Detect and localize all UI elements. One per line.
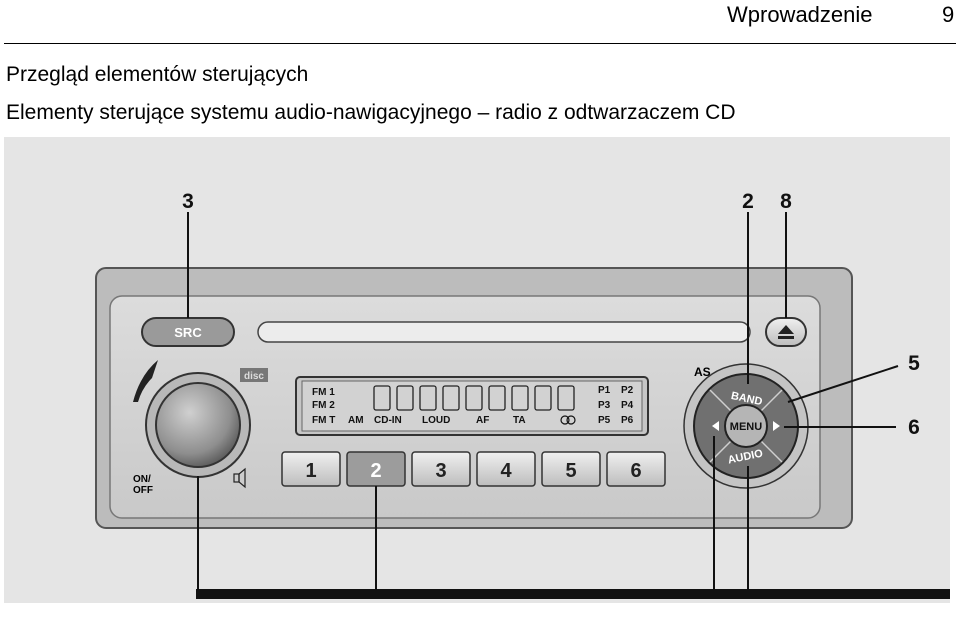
preset-button-1[interactable]: [281, 451, 341, 487]
preset-label-3: 3: [435, 460, 446, 482]
page-number: 9: [942, 2, 955, 27]
knob-arc-accent: [133, 360, 158, 402]
running-header-title: Wprowadzenie: [727, 2, 873, 27]
display-am: AM: [348, 415, 364, 426]
display-p3: P3: [598, 400, 611, 411]
stereo-indicator-icon: [560, 415, 576, 425]
preset-label-6: 6: [630, 460, 641, 482]
seek-left-icon[interactable]: [712, 421, 719, 431]
seek-right-icon[interactable]: [773, 421, 780, 431]
callout-6: 6: [908, 416, 920, 439]
eject-icon: [778, 325, 794, 334]
callout-leader-lines: [187, 212, 899, 598]
display-p6: P6: [621, 415, 634, 426]
preset-button-3[interactable]: [411, 451, 471, 487]
lcd-display: [301, 380, 643, 432]
preset-label-1: 1: [305, 460, 316, 482]
display-p1: P1: [598, 385, 611, 396]
on-off-label-1: ON/: [133, 474, 151, 485]
section-title: Przegląd elementów sterujących: [6, 63, 309, 86]
callout-3: 3: [182, 190, 194, 213]
volume-knob[interactable]: [155, 382, 241, 468]
mute-icon: [233, 467, 246, 489]
display-p2: P2: [621, 385, 634, 396]
preset-label-4: 4: [500, 460, 512, 482]
disc-logo: disc: [244, 371, 264, 382]
callout-8: 8: [780, 190, 792, 213]
preset-label-5: 5: [565, 460, 576, 482]
menu-button[interactable]: [724, 404, 768, 448]
preset-buttons: [281, 451, 666, 487]
menu-label: MENU: [730, 421, 762, 433]
cd-slot: [257, 321, 751, 343]
preset-button-4[interactable]: [476, 451, 536, 487]
display-af: AF: [476, 415, 489, 426]
src-button-label: SRC: [174, 325, 202, 340]
display-cdin: CD-IN: [374, 415, 402, 426]
callout-2: 2: [742, 190, 754, 213]
display-p5: P5: [598, 415, 611, 426]
disc-logo-box: [240, 368, 268, 382]
preset-label-2: 2: [370, 460, 381, 482]
as-label: AS: [694, 365, 711, 379]
section-subtitle: Elementy sterujące systemu audio-nawigac…: [6, 101, 736, 124]
display-fmt: FM T: [312, 415, 335, 426]
preset-button-6[interactable]: [606, 451, 666, 487]
header-rule: [4, 43, 956, 44]
on-off-label-2: OFF: [133, 485, 153, 496]
display-fm2: FM 2: [312, 400, 335, 411]
display-loud: LOUD: [422, 415, 450, 426]
figure-bottom-bar: [196, 589, 950, 599]
display-p4: P4: [621, 400, 634, 411]
segment-digits: [373, 385, 575, 411]
display-fm1: FM 1: [312, 387, 335, 398]
preset-button-5[interactable]: [541, 451, 601, 487]
callout-5: 5: [908, 352, 920, 375]
eject-icon-bar: [778, 336, 794, 339]
display-ta: TA: [513, 415, 526, 426]
